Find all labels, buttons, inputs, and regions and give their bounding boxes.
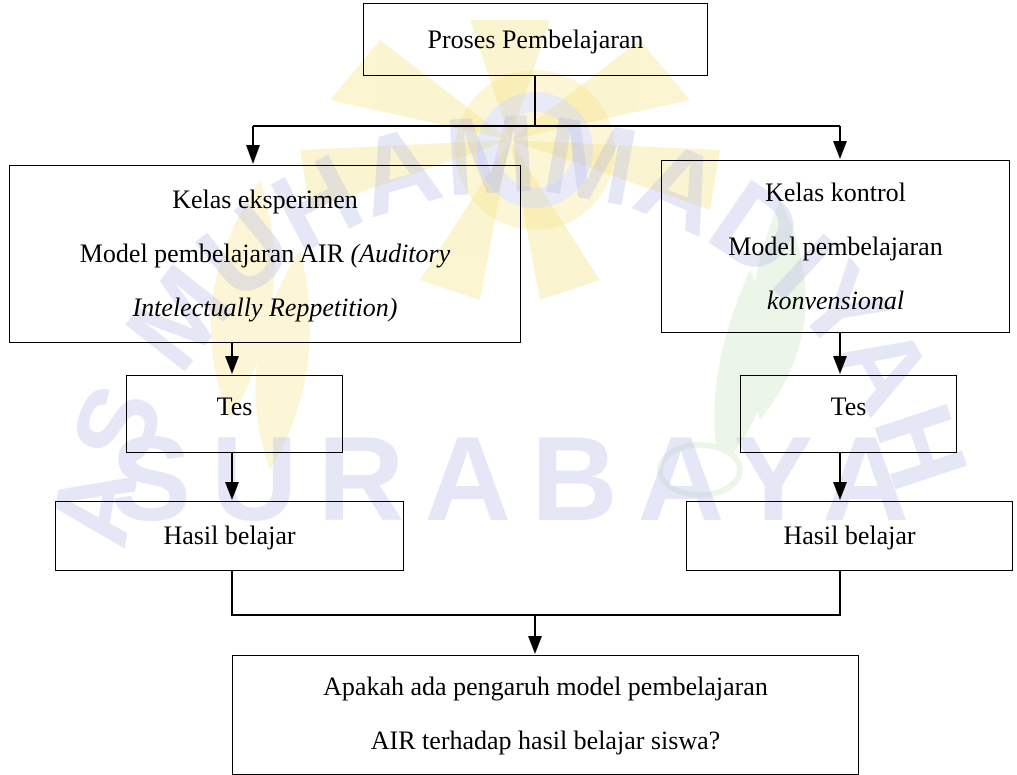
kelas-eksperimen-box: Kelas eksperimen Model pembelajaran AIR … (9, 165, 521, 343)
arrowhead (246, 145, 260, 164)
tes-right-box: Tes (740, 375, 957, 453)
hasil-belajar-right-box: Hasil belajar (686, 501, 1013, 571)
kelas-eksperimen-model-line: Model pembelajaran AIR (Auditory (80, 227, 450, 281)
seal-emblem (455, 70, 615, 230)
research-question-line1: Apakah ada pengaruh model pembelajaran (323, 672, 768, 701)
kelas-eksperimen-model-plain: Model pembelajaran AIR (79, 239, 351, 268)
kelas-kontrol-model-line: Model pembelajaran (728, 231, 943, 261)
arrowhead (225, 482, 239, 500)
kelas-kontrol-box: Kelas kontrol Model pembelajaran konvens… (661, 160, 1010, 333)
svg-text:SURABAYA: SURABAYA (111, 412, 929, 546)
seal-rays (300, 20, 720, 300)
seal-leaves (210, 180, 806, 498)
kelas-kontrol-model-italic: konvensional (766, 285, 905, 315)
arrowhead (528, 636, 542, 654)
tes-right-label: Tes (830, 392, 867, 421)
arrowhead (833, 141, 847, 159)
tes-left-label: Tes (216, 392, 253, 421)
hasil-belajar-right-label: Hasil belajar (783, 521, 916, 550)
connector-split (252, 76, 841, 145)
proses-pembelajaran-label: Proses Pembelajaran (427, 24, 644, 54)
kelas-eksperimen-title: Kelas eksperimen (172, 185, 358, 214)
proses-pembelajaran-box: Proses Pembelajaran (363, 3, 708, 76)
kelas-eksperimen-model-cont: Intelectually Reppetition) (132, 293, 398, 322)
research-question-box: Apakah ada pengaruh model pembelajaran A… (232, 655, 859, 775)
kelas-kontrol-title: Kelas kontrol (765, 177, 906, 207)
arrowhead (833, 356, 847, 374)
connector-merge (231, 571, 841, 636)
hasil-belajar-left-label: Hasil belajar (163, 521, 296, 550)
hasil-belajar-left-box: Hasil belajar (55, 501, 404, 571)
research-question-line2: AIR terhadap hasil belajar siswa? (370, 726, 721, 755)
arrowhead (225, 356, 239, 374)
kelas-eksperimen-model-italic: (Auditory (350, 239, 451, 268)
arrowhead (833, 482, 847, 500)
tes-left-box: Tes (126, 375, 343, 453)
